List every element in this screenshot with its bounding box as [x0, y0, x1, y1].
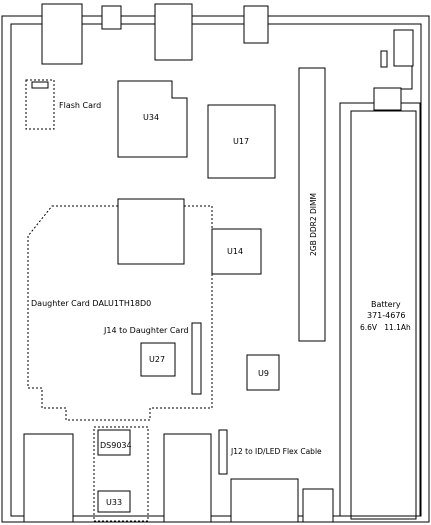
top-right-connector [393, 29, 414, 67]
flash-card-label: Flash Card [59, 101, 101, 110]
battery-spec-label: 6.6V 11.1Ah [360, 323, 411, 332]
board-outline-outer [1, 15, 430, 523]
j12-connector [218, 429, 228, 475]
j12-label: J12 to ID/LED Flex Cable [230, 447, 322, 456]
u14-label: U14 [227, 247, 243, 256]
u9-chip [246, 354, 280, 391]
u27-label: U27 [149, 355, 165, 364]
ds9034-outline [93, 426, 149, 522]
dimm-slot [298, 67, 326, 342]
j14-label: J14 to Daughter Card [103, 326, 189, 335]
top-connector-1 [41, 3, 83, 65]
bottom-right-connector [230, 478, 299, 523]
battery-part-label: 371-4676 [367, 311, 406, 320]
battery-lead [401, 66, 413, 90]
bottom-middle-connector [163, 433, 212, 523]
u17-label: U17 [233, 137, 249, 146]
ds9034-chip [97, 429, 131, 456]
battery-title-label: Battery [371, 300, 401, 309]
battery-terminal [373, 87, 402, 111]
top-connector-2 [101, 5, 122, 30]
daughter-card-outline [27, 205, 213, 421]
daughter-card-chip [117, 198, 185, 265]
battery-inner [350, 110, 417, 520]
flash-card-outline [25, 79, 55, 130]
u34-chip [117, 80, 188, 158]
u17-chip [207, 104, 276, 179]
u14-chip [211, 228, 262, 275]
flash-card-slot [31, 81, 49, 89]
u9-label: U9 [258, 369, 269, 378]
u27-chip [140, 342, 176, 377]
j14-connector [191, 322, 202, 395]
bottom-left-connector [23, 433, 74, 523]
top-connector-3 [154, 3, 193, 61]
ds9034-label: DS9034 [100, 441, 132, 450]
top-connector-4 [243, 5, 269, 44]
daughter-card-label: Daughter Card DALU1TH18D0 [31, 299, 151, 308]
board-outline-inner [10, 23, 422, 517]
dimm-label: 2GB DDR2 DIMM [309, 193, 318, 256]
u34-label: U34 [143, 113, 159, 122]
u33-label: U33 [106, 498, 122, 507]
battery-outer [339, 102, 421, 517]
u33-chip [97, 490, 131, 513]
top-right-small-part [380, 50, 388, 68]
bottom-right-small-connector [302, 488, 334, 523]
